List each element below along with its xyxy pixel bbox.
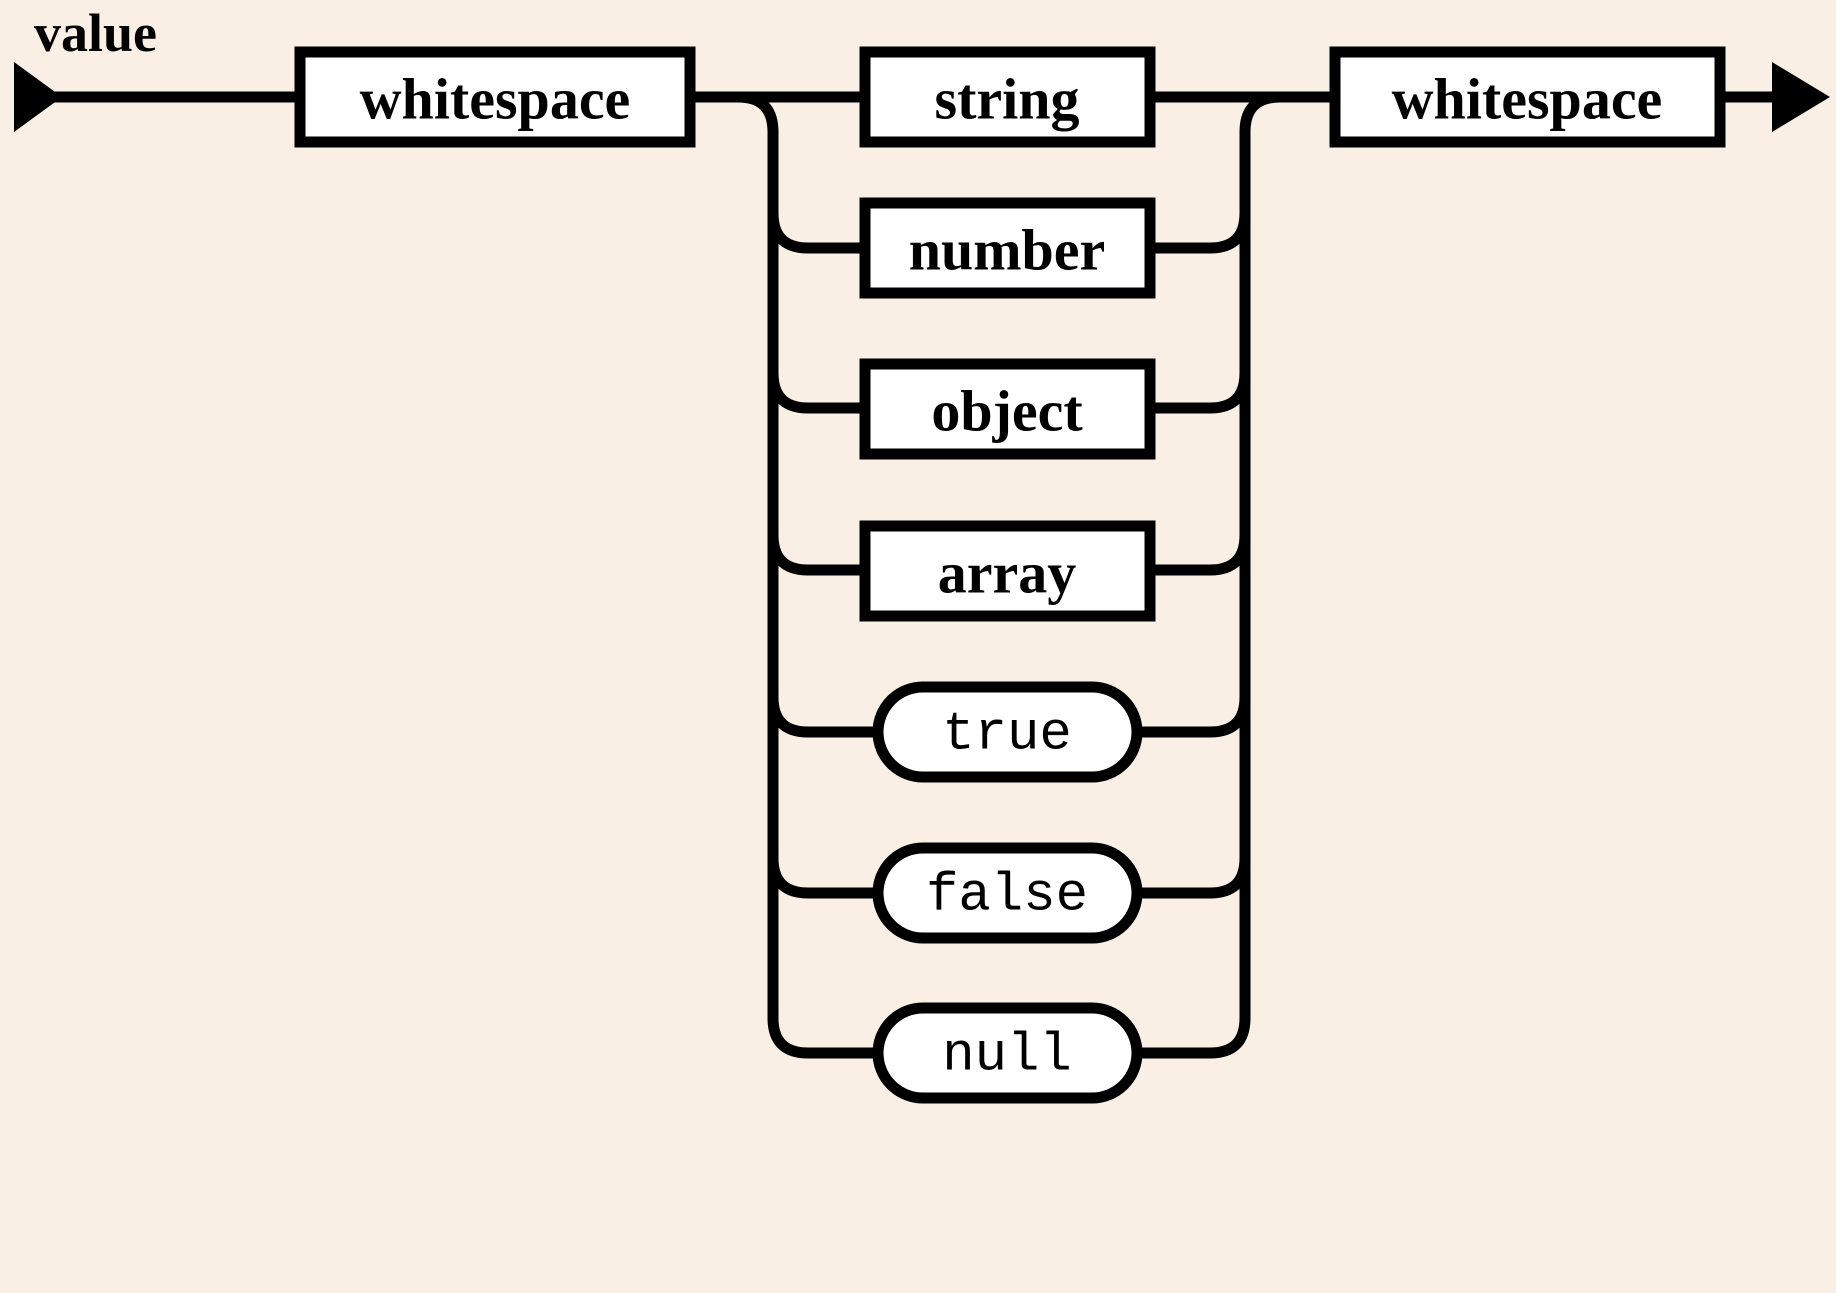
alt-null-box (872, 1002, 1143, 1104)
merge-rail-true (1137, 696, 1251, 738)
alt-false-box (872, 842, 1143, 944)
alt-object-label: object (931, 379, 1083, 444)
alt-array-box (859, 520, 1156, 622)
prefix-whitespace-label: whitespace (360, 67, 631, 132)
alt-array-label: array (938, 541, 1077, 606)
alt-true-label: true (942, 705, 1072, 766)
branch-rail-false (767, 857, 878, 899)
alt-number-box (859, 197, 1156, 299)
alt-number-label: number (909, 218, 1106, 283)
branch-rail-object (767, 372, 865, 414)
merge-rail-object (1150, 372, 1251, 414)
alt-object-box (859, 358, 1156, 460)
suffix-whitespace-label: whitespace (1392, 67, 1663, 132)
exit-arrow-icon (1772, 62, 1830, 132)
diagram-title: value (34, 3, 158, 63)
branch-rail-true (767, 696, 878, 738)
branch-rail-number (767, 212, 865, 254)
merge-rail-array (1150, 534, 1251, 576)
alt-true-box (872, 681, 1143, 783)
right-spine-rail (1209, 91, 1281, 1059)
left-spine-rail (737, 91, 809, 1059)
alt-string-box (859, 46, 1156, 148)
alt-false-label: false (926, 866, 1088, 927)
alt-null-label: null (942, 1026, 1072, 1087)
branch-rail-array (767, 534, 865, 576)
merge-rail-false (1137, 857, 1251, 899)
merge-rail-number (1150, 212, 1251, 254)
alt-string-label: string (935, 67, 1080, 132)
